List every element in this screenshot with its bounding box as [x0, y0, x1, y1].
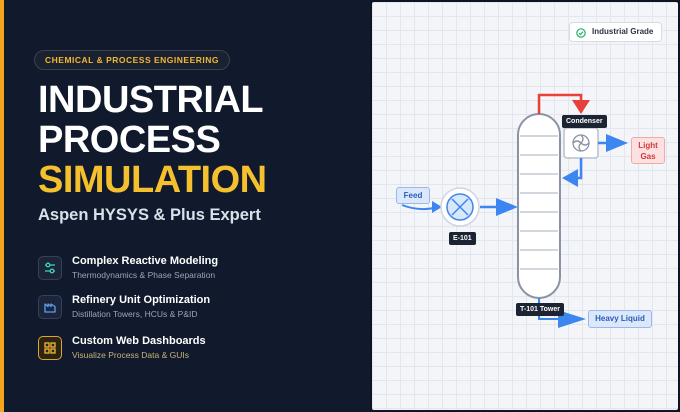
condenser-icon: [563, 127, 599, 159]
light-gas-stream: [598, 134, 628, 152]
subtitle: Aspen HYSYS & Plus Expert: [38, 206, 261, 224]
feature-title: Refinery Unit Optimization: [72, 294, 211, 306]
heavy-liquid-label: Heavy Liquid: [588, 310, 652, 328]
feature-title: Complex Reactive Modeling: [72, 255, 219, 267]
feature-title: Custom Web Dashboards: [72, 335, 206, 347]
feature-subtitle: Thermodynamics & Phase Separation: [72, 270, 216, 280]
feed-stream: [401, 201, 442, 213]
category-tag: CHEMICAL & PROCESS ENGINEERING: [34, 50, 231, 70]
process-flow-diagram: [401, 93, 628, 328]
feature-reactive-modeling: Complex Reactive Modeling Thermodynamics…: [38, 254, 358, 286]
tower-tag: T-101 Tower: [516, 303, 564, 316]
process-diagram-panel: Industrial Grade Feed E-101 Condenser Li…: [372, 2, 678, 410]
dashboard-icon: [38, 336, 62, 360]
title-line-1: INDUSTRIAL: [38, 79, 264, 121]
feed-label: Feed: [396, 187, 430, 204]
title-line-3: SIMULATION: [38, 159, 267, 201]
sliders-icon: [38, 256, 62, 280]
reflux-stream: [562, 158, 583, 187]
condenser-tag: Condenser: [562, 115, 607, 128]
feature-web-dashboards: Custom Web Dashboards Visualize Process …: [38, 334, 358, 366]
overhead-vapor-stream: [537, 93, 590, 114]
check-circle-icon: [576, 27, 586, 45]
tower-feed-stream: [480, 198, 518, 216]
badge-label: Industrial Grade: [592, 27, 654, 36]
title-line-2: PROCESS: [38, 119, 221, 161]
feature-subtitle: Distillation Towers, HCUs & P&ID: [72, 309, 198, 319]
distillation-tower-icon: [517, 113, 561, 299]
heat-exchanger-icon: [440, 187, 480, 227]
left-panel: CHEMICAL & PROCESS ENGINEERING INDUSTRIA…: [0, 0, 358, 412]
feature-subtitle: Visualize Process Data & GUIs: [72, 350, 189, 360]
feature-refinery-optimization: Refinery Unit Optimization Distillation …: [38, 293, 358, 325]
light-gas-label: Light Gas: [631, 137, 665, 164]
industrial-grade-badge: Industrial Grade: [569, 22, 663, 45]
factory-icon: [38, 295, 62, 319]
exchanger-tag: E-101: [449, 232, 476, 245]
